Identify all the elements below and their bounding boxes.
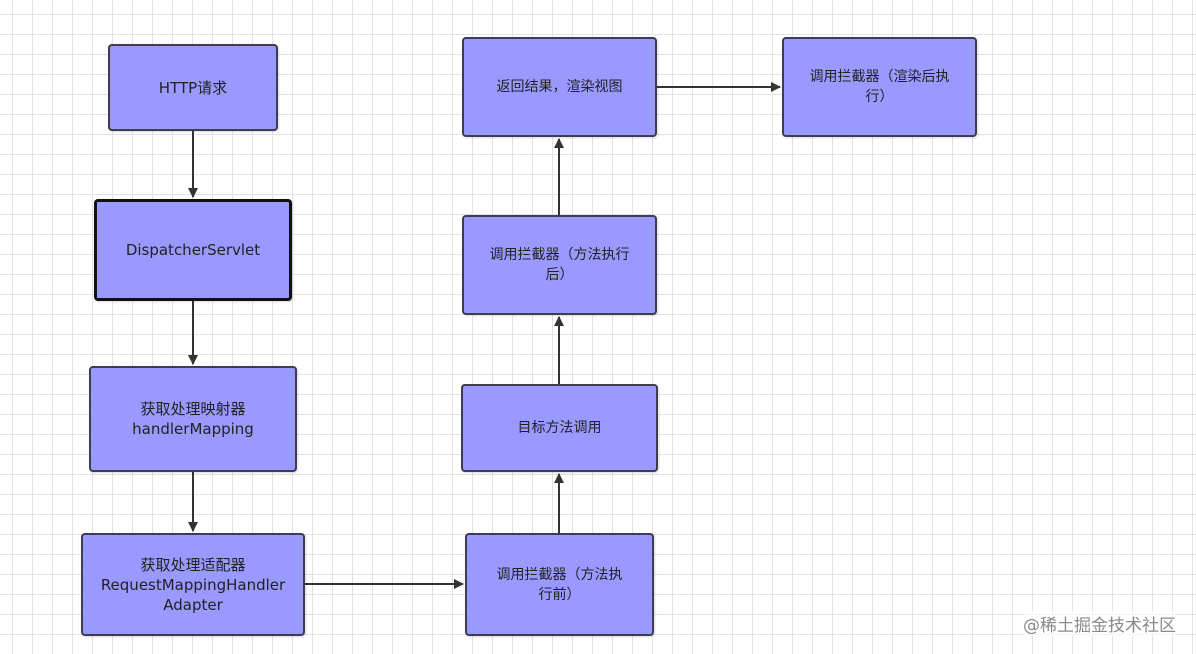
- node-handler-adapter[interactable]: 获取处理适配器 RequestMappingHandler Adapter: [81, 533, 305, 636]
- node-pre-interceptor[interactable]: 调用拦截器（方法执 行前）: [465, 533, 654, 636]
- node-target-method[interactable]: 目标方法调用: [461, 384, 658, 472]
- node-after-render-interceptor[interactable]: 调用拦截器（渲染后执 行）: [782, 37, 977, 137]
- watermark: @稀土掘金技术社区: [1023, 611, 1176, 636]
- node-http-request[interactable]: HTTP请求: [108, 44, 278, 131]
- node-handler-mapping[interactable]: 获取处理映射器 handlerMapping: [89, 366, 297, 472]
- node-dispatcher-servlet[interactable]: DispatcherServlet: [94, 199, 292, 301]
- node-render-view[interactable]: 返回结果，渲染视图: [462, 37, 657, 137]
- node-post-interceptor[interactable]: 调用拦截器（方法执行 后）: [462, 215, 657, 315]
